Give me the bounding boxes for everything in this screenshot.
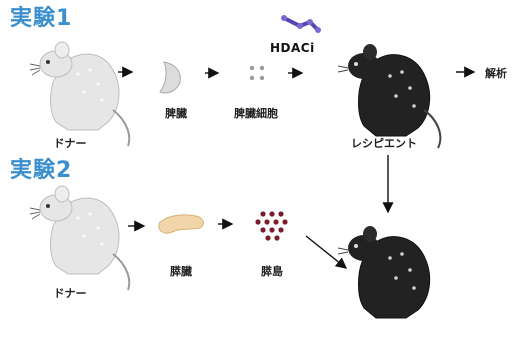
pancreas-icon — [159, 215, 204, 233]
splenocyte-label: 脾臓細胞 — [234, 108, 278, 119]
splenocyte-icon — [250, 66, 264, 80]
recipient-mouse-icon — [338, 44, 440, 148]
donor-mouse-icon — [30, 42, 129, 146]
analysis-label: 解析 — [485, 68, 507, 79]
hdaci-molecule-icon — [281, 15, 321, 33]
experiment2-donor-label: ドナー — [54, 288, 87, 299]
hdaci-label: HDACi — [270, 42, 315, 54]
experiment1-donor-label: ドナー — [54, 138, 87, 149]
pancreas-label: 膵臓 — [170, 266, 192, 277]
experiment1-title: 実験1 — [10, 8, 72, 30]
spleen-icon — [160, 62, 180, 93]
recipient-label: レシピエント — [351, 138, 417, 149]
islet-icon — [255, 211, 287, 240]
islet-label: 膵島 — [261, 266, 283, 277]
donor-mouse-2-icon — [30, 186, 129, 290]
experiment2-title: 実験2 — [10, 160, 72, 182]
recipient-mouse-2-icon — [338, 226, 430, 318]
spleen-label: 脾臓 — [165, 108, 187, 119]
arrow-islets-to-recipient — [306, 236, 346, 268]
